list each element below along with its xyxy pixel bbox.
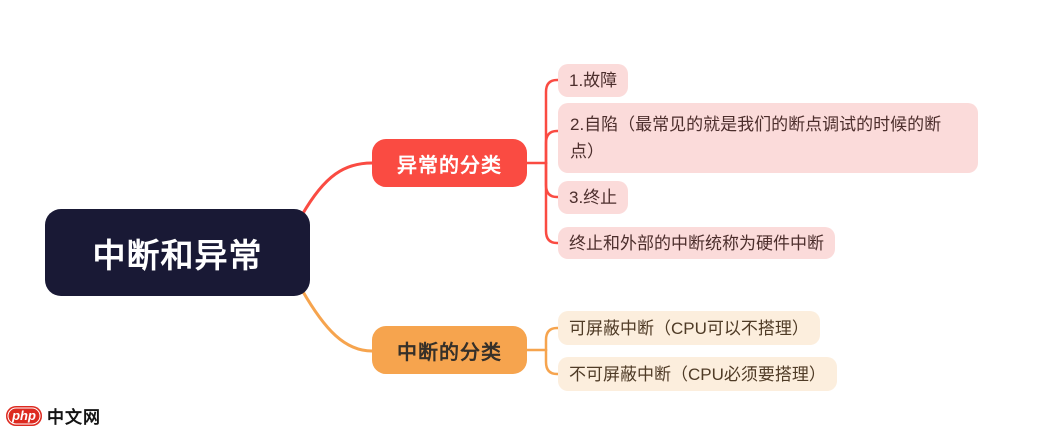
root-topic[interactable]: 中断和异常 [45,209,310,296]
connector-root-to-exceptions [300,161,374,217]
branch-interrupts[interactable]: 中断的分类 [372,326,527,374]
leaf-maskable-interrupt-label: 可屏蔽中断（CPU可以不搭理） [569,318,809,338]
leaf-maskable-interrupt[interactable]: 可屏蔽中断（CPU可以不搭理） [558,311,820,345]
leaf-abort[interactable]: 3.终止 [558,181,629,214]
leaf-hardware-interrupt-note[interactable]: 终止和外部的中断统称为硬件中断 [558,227,835,259]
connector-root-to-interrupts [300,288,374,353]
leaf-abort-label: 3.终止 [569,188,618,207]
branch-interrupts-label: 中断的分类 [397,341,502,364]
leaf-hardware-interrupt-note-label: 终止和外部的中断统称为硬件中断 [569,233,824,253]
root-topic-label: 中断和异常 [92,236,263,274]
site-watermark: php 中文网 [6,403,101,428]
leaf-trap[interactable]: 2.自陷（最常见的就是我们的断点调试的时候的断点） [558,103,978,173]
leaf-trap-label: 2.自陷（最常见的就是我们的断点调试的时候的断点） [570,115,942,161]
connector-interrupts-child-1 [544,326,562,352]
connector-exceptions-child-2 [544,129,562,165]
connector-exceptions-child-1 [544,78,562,165]
branch-exceptions[interactable]: 异常的分类 [372,139,527,187]
branch-exceptions-label: 异常的分类 [397,154,502,177]
leaf-non-maskable-interrupt-label: 不可屏蔽中断（CPU必须要搭理） [569,364,826,384]
watermark-site-name: 中文网 [47,408,101,427]
leaf-fault[interactable]: 1.故障 [558,64,629,97]
leaf-non-maskable-interrupt[interactable]: 不可屏蔽中断（CPU必须要搭理） [558,357,837,391]
connector-exceptions-child-4 [544,161,562,245]
connector-interrupts-child-2 [544,348,562,376]
php-logo-icon: php [6,405,42,426]
leaf-fault-label: 1.故障 [569,71,618,90]
